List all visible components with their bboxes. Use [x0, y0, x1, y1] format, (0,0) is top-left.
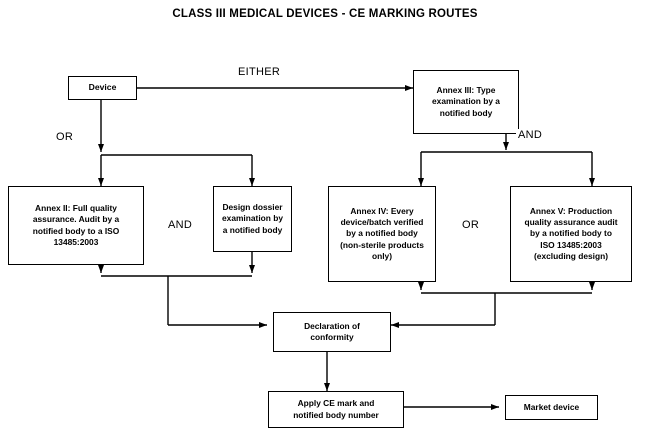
- connector-label-either: EITHER: [236, 66, 283, 78]
- node-annex4-label: Annex IV: Every device/batch verified by…: [340, 206, 424, 261]
- node-annex5-label: Annex V: Production quality assurance au…: [524, 206, 618, 261]
- node-design-dossier-label: Design dossier examination by a notified…: [222, 202, 283, 235]
- node-annex3[interactable]: Annex III: Type examination by a notifie…: [413, 70, 519, 134]
- connector-label-and-right: AND: [516, 129, 545, 141]
- node-market-device-label: Market device: [523, 401, 580, 412]
- node-annex2[interactable]: Annex II: Full quality assurance. Audit …: [8, 186, 144, 265]
- page-title: CLASS III MEDICAL DEVICES - CE MARKING R…: [172, 8, 478, 20]
- node-declaration[interactable]: Declaration of conformity: [273, 312, 391, 352]
- connector-label-or-right: OR: [460, 219, 482, 231]
- connector-label-or-left: OR: [54, 131, 76, 143]
- node-design-dossier[interactable]: Design dossier examination by a notified…: [213, 186, 292, 252]
- node-market-device[interactable]: Market device: [505, 395, 598, 420]
- node-device-label: Device: [88, 82, 117, 93]
- node-device[interactable]: Device: [68, 76, 137, 100]
- node-annex5[interactable]: Annex V: Production quality assurance au…: [510, 186, 632, 282]
- connector-label-and-left: AND: [166, 219, 195, 231]
- node-annex3-label: Annex III: Type examination by a notifie…: [432, 85, 500, 118]
- node-annex4[interactable]: Annex IV: Every device/batch verified by…: [328, 186, 436, 282]
- node-apply-ce[interactable]: Apply CE mark and notified body number: [268, 391, 404, 428]
- node-annex2-label: Annex II: Full quality assurance. Audit …: [32, 203, 120, 247]
- node-apply-ce-label: Apply CE mark and notified body number: [293, 398, 379, 420]
- node-declaration-label: Declaration of conformity: [304, 320, 360, 342]
